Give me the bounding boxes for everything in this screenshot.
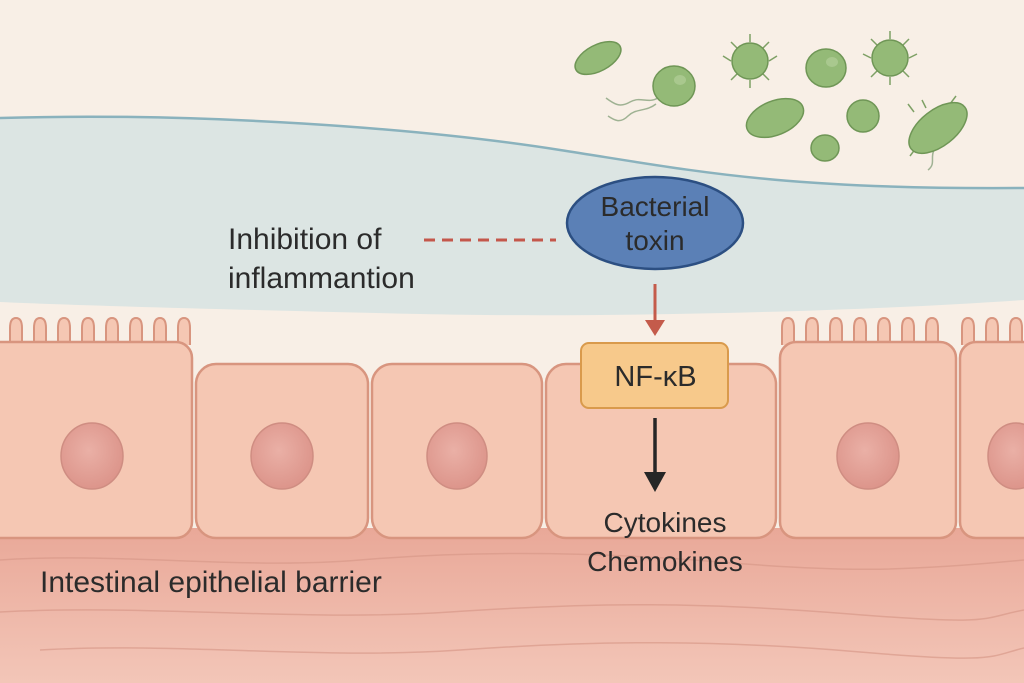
bacterium-coccus (846, 99, 880, 133)
pili (722, 31, 957, 157)
lumen-fluid (0, 116, 1024, 316)
bacterium-coccus (805, 48, 847, 88)
microvilli-right (781, 316, 1023, 345)
nucleus (836, 422, 900, 490)
output-arrow-head (644, 472, 666, 492)
inhibition-label-line1: Inhibition of (228, 223, 382, 256)
bacterium-coccus (731, 42, 769, 80)
bacterium-rod (745, 97, 805, 139)
bacterium-coccus (810, 134, 840, 162)
activation-arrow-head (645, 320, 665, 336)
cell-nuclei (60, 422, 1024, 490)
bacteria-cluster (574, 31, 968, 171)
nucleus (426, 422, 488, 490)
inhibition-label: Inhibition of inflammantion (228, 220, 415, 298)
bacteria-highlights (674, 57, 838, 85)
bacterial-toxin-label-line2: toxin (625, 225, 685, 256)
bacterium-coccus (652, 65, 696, 107)
inhibition-label-line2: inflammantion (228, 262, 415, 295)
lamina-propria (0, 528, 1024, 683)
bacteria (574, 39, 968, 162)
nfkb-node (580, 342, 729, 409)
bacterial-toxin-label: Bacterial toxin (563, 190, 747, 258)
bacterial-toxin-label-line1: Bacterial (600, 191, 710, 222)
cytokines-label: Cytokines (603, 507, 727, 538)
cytokines-chemokines-label: Cytokines Chemokines (565, 503, 765, 581)
bacterial-toxin-node (565, 175, 745, 271)
bacterium-coccus (871, 39, 909, 77)
bacterium-rod (908, 101, 968, 155)
flagellum (605, 97, 935, 171)
bacterium-rod (574, 40, 622, 76)
lumen-surface-line (0, 115, 1024, 190)
tissue-fibers (0, 552, 1024, 659)
nfkb-label: NF-κB (614, 361, 697, 393)
microvilli-left (9, 316, 191, 345)
nucleus (60, 422, 124, 490)
barrier-label: Intestinal epithelial barrier (40, 566, 382, 599)
nucleus (987, 422, 1024, 490)
nucleus (250, 422, 314, 490)
chemokines-label: Chemokines (587, 546, 743, 577)
